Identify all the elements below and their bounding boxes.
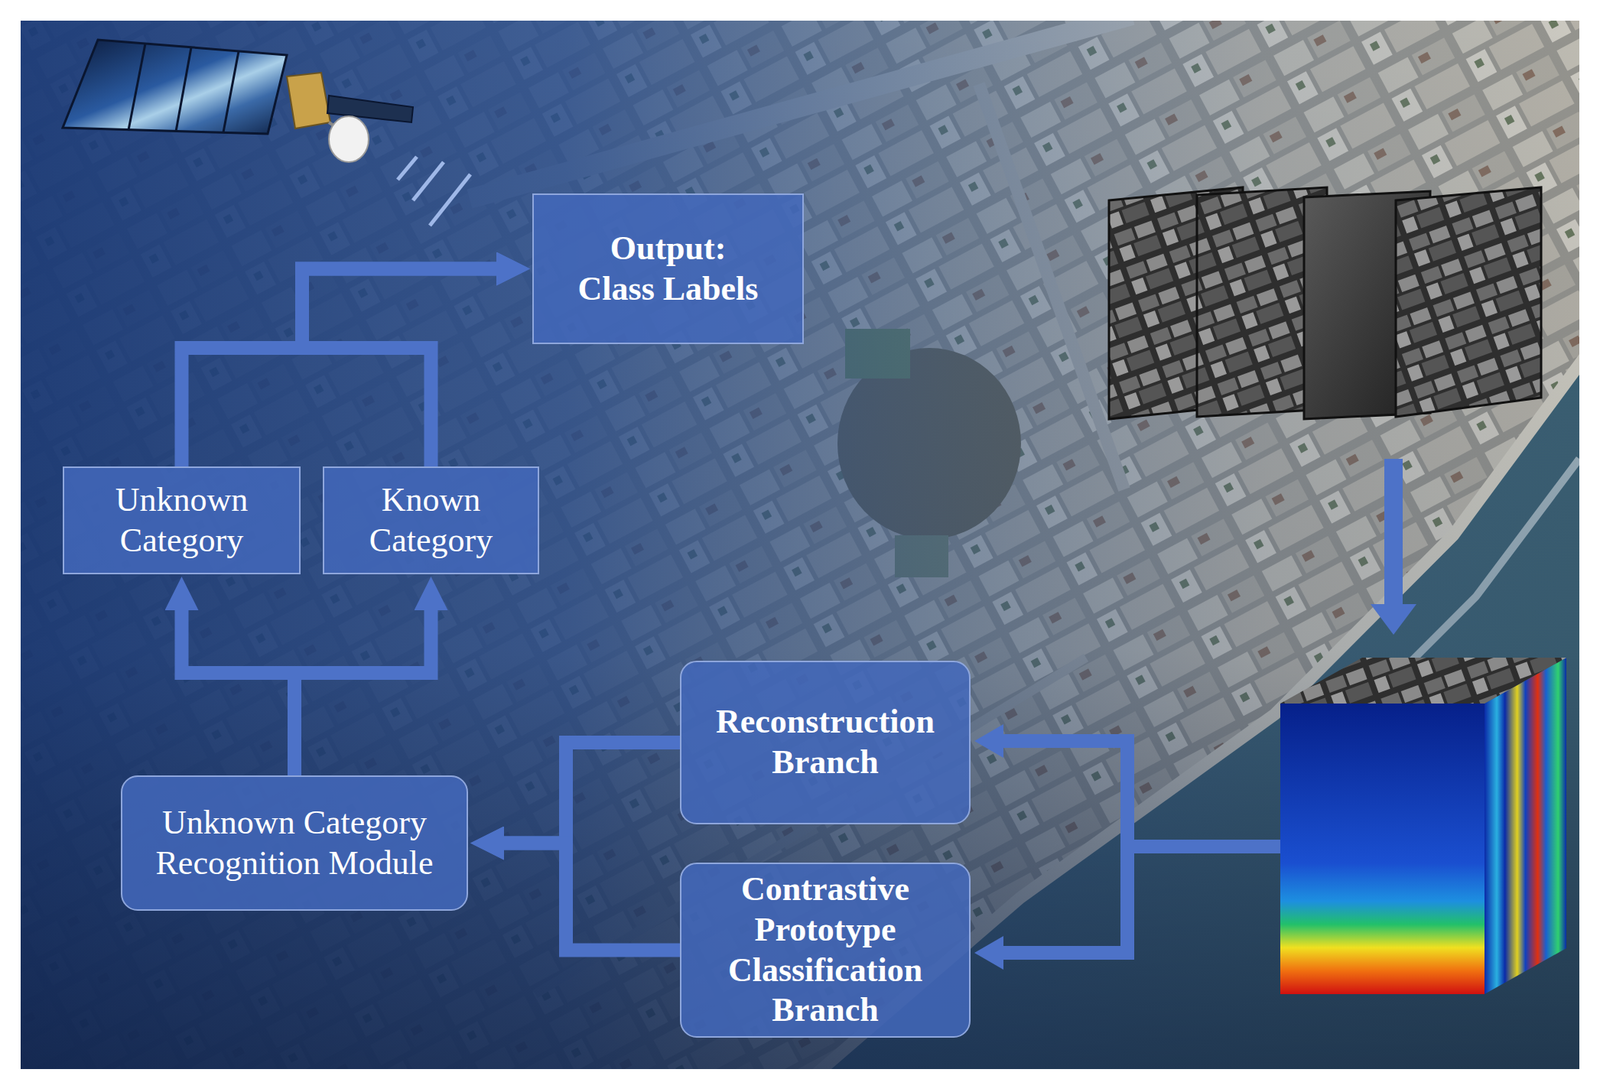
module-box: Unknown Category Recognition Module (120, 775, 469, 911)
arrow-shaft (1127, 839, 1281, 854)
flow-connector (294, 599, 432, 776)
category-box: Unknown Category (62, 466, 301, 575)
hyperspectral-cube (1280, 657, 1567, 995)
flow-connector (182, 269, 508, 468)
city-blocks (20, 20, 1580, 1070)
flow-connector (493, 742, 680, 844)
flow-connector (182, 599, 296, 776)
flow-arrow (1370, 458, 1417, 635)
signal-wave (413, 162, 444, 201)
panel-grid (223, 51, 239, 133)
arrow-head (1370, 604, 1417, 635)
cube-top (1280, 657, 1567, 704)
node-label: Unknown Category Recognition Module (133, 803, 456, 885)
dark-overlay (20, 20, 1580, 1070)
cube-front (1280, 703, 1485, 995)
cube-side (1484, 657, 1567, 995)
satellite-body (286, 72, 331, 129)
branch-box: Reconstruction Branch (679, 660, 971, 825)
arrow-shaft (1120, 734, 1135, 960)
flow-connector (302, 269, 508, 468)
node-label: Unknown Category (74, 480, 289, 562)
node-label: Reconstruction Branch (692, 702, 959, 784)
band-image (1395, 187, 1542, 417)
arrow-head (974, 936, 1004, 970)
branch-box: Contrastive Prototype Classification Bra… (679, 862, 971, 1038)
node-label: Known Category (334, 480, 527, 562)
blue-overlay (20, 20, 1580, 1070)
panel-grid (175, 47, 192, 132)
antenna-dish (328, 116, 369, 163)
flow-connector (493, 843, 680, 951)
input-arrows (974, 724, 1281, 970)
aerial-photo (20, 20, 1580, 1070)
image-stack (1108, 187, 1542, 420)
satellite-icon (62, 39, 471, 226)
panel-grid (128, 43, 146, 131)
signal-wave (429, 174, 471, 226)
node-label: Contrastive Prototype Classification Bra… (692, 869, 959, 1031)
node-label: Output: Class Labels (572, 228, 765, 310)
signal-wave (397, 156, 417, 180)
arrow-shaft (998, 946, 1135, 960)
output-box: Output: Class Labels (532, 193, 804, 345)
solar-panel (62, 39, 287, 134)
category-box: Known Category (322, 466, 540, 575)
arrow-head (974, 724, 1004, 758)
arrow-shaft (998, 734, 1135, 748)
arrow-shaft (1384, 458, 1403, 606)
